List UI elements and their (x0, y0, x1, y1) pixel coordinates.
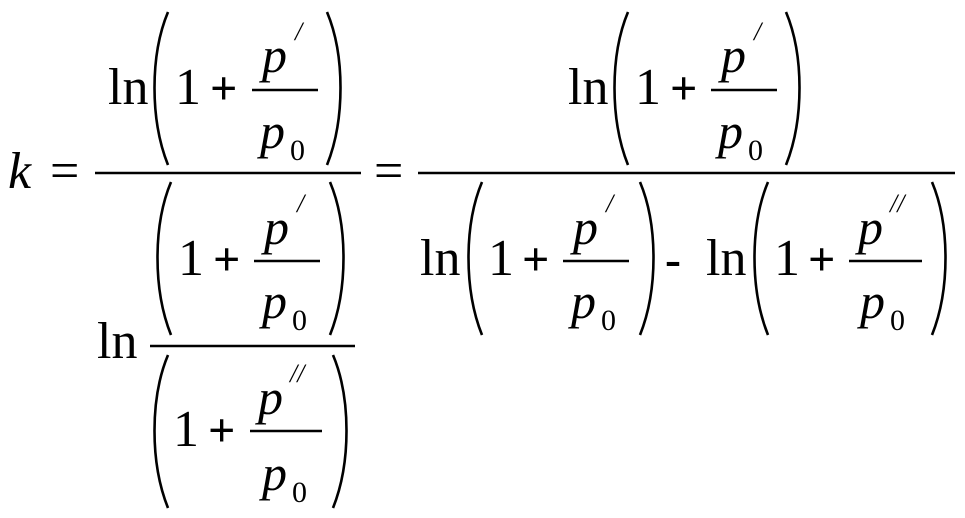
double-prime-mark: // (288, 359, 307, 388)
left-paren (753, 181, 770, 336)
right-paren (784, 11, 801, 166)
equals-sign: = (50, 143, 79, 200)
p0-subscript: 0 (890, 304, 905, 337)
p0-subscript: 0 (290, 134, 305, 167)
p0-base: p (857, 273, 885, 329)
second-numerator: ln 1 + p / p 0 (568, 11, 801, 167)
right-paren (638, 181, 655, 336)
left-paren (613, 11, 630, 166)
one-digit: 1 (774, 230, 800, 287)
equals-sign: = (374, 143, 403, 200)
right-paren (930, 181, 947, 336)
right-paren (331, 354, 348, 509)
prime-mark: / (604, 189, 616, 218)
p-double-prime-base: p (855, 199, 883, 255)
prime-mark: / (295, 189, 307, 218)
left-paren (156, 181, 173, 336)
p0-base: p (259, 445, 287, 501)
plus-sign: + (210, 62, 237, 115)
ln-label: ln (97, 313, 137, 370)
one-digit: 1 (488, 230, 514, 287)
plus-sign: + (213, 233, 240, 286)
one-digit: 1 (178, 230, 204, 287)
double-prime-mark: // (888, 189, 907, 218)
p0-subscript: 0 (748, 134, 763, 167)
right-paren (328, 181, 345, 336)
p-prime-base: p (261, 199, 289, 255)
prime-mark: / (293, 17, 305, 46)
first-numerator: ln 1 + p / p 0 (108, 11, 342, 167)
plus-sign: + (522, 233, 549, 286)
plus-sign: + (808, 233, 835, 286)
left-paren (153, 354, 170, 509)
right-paren (325, 11, 342, 166)
p-prime-base: p (259, 27, 287, 83)
ln-label: ln (706, 230, 746, 287)
p0-base: p (259, 273, 287, 329)
prime-mark: / (752, 17, 764, 46)
p-prime-base: p (570, 199, 598, 255)
plus-sign: + (208, 404, 235, 457)
ln-label: ln (420, 230, 460, 287)
p-double-prime-base: p (255, 369, 283, 425)
one-digit: 1 (175, 59, 201, 116)
left-paren (153, 11, 170, 166)
left-paren (467, 181, 484, 336)
one-digit: 1 (635, 59, 661, 116)
one-digit: 1 (173, 401, 199, 458)
p0-subscript: 0 (292, 304, 307, 337)
p-prime-base: p (718, 27, 746, 83)
p0-subscript: 0 (601, 304, 616, 337)
p0-subscript: 0 (292, 476, 307, 509)
p0-base: p (257, 103, 285, 159)
p0-base: p (568, 273, 596, 329)
plus-sign: + (670, 62, 697, 115)
second-denominator: ln 1 + p / p 0 - ln 1 + p // p 0 (420, 181, 947, 337)
ln-label: ln (568, 59, 608, 116)
ln-label: ln (108, 59, 148, 116)
variable-k: k (8, 143, 32, 200)
first-denominator: ln 1 + p / p 0 1 + p // p 0 (97, 181, 355, 509)
p0-base: p (715, 103, 743, 159)
minus-sign: - (665, 233, 681, 286)
